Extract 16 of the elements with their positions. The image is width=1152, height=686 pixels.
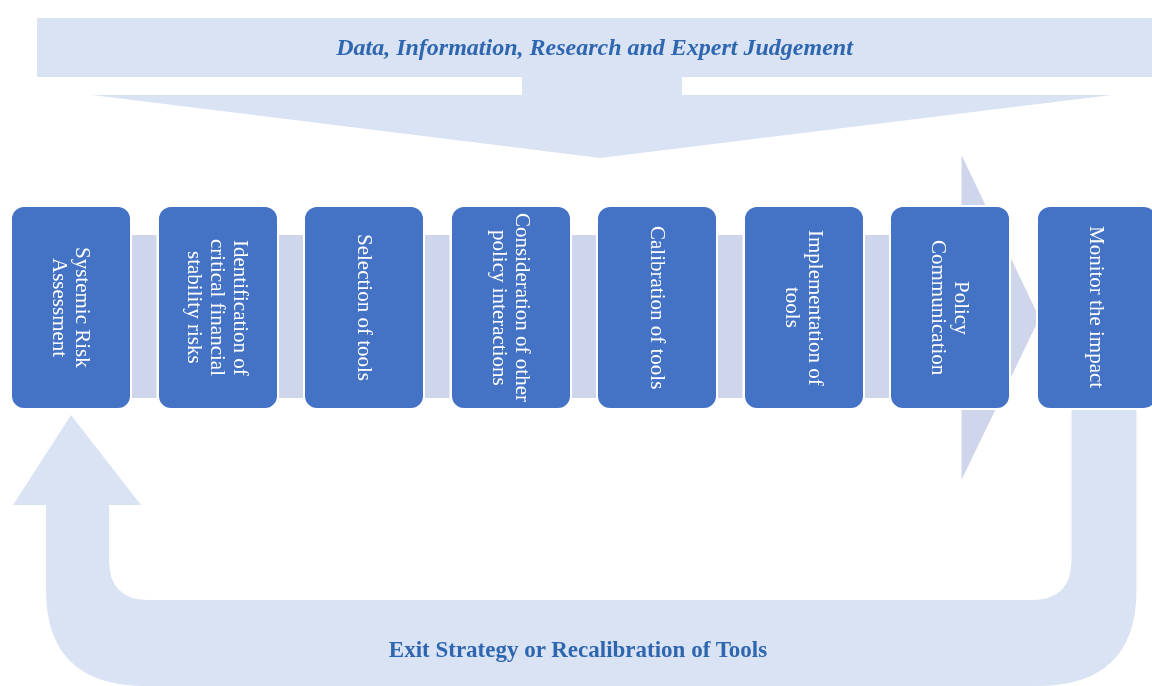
input-banner: Data, Information, Research and Expert Judgement [37, 18, 1152, 77]
arrow [278, 235, 303, 398]
process-box: Consideration of other policy interactions [449, 205, 572, 410]
process-box: Implementation of tools [742, 205, 865, 410]
arrow [13, 410, 1137, 686]
process-box: Systemic Risk Assessment [10, 205, 132, 410]
arrow [718, 235, 743, 398]
arrow [132, 235, 157, 398]
process-box: Selection of tools [303, 205, 425, 410]
process-box: Calibration of tools [596, 205, 718, 410]
arrow [425, 235, 450, 398]
process-box: Policy Communication [889, 205, 1011, 410]
process-box: Monitor the impact [1035, 205, 1152, 410]
arrow [864, 235, 889, 398]
process-box: Identification of critical financial stability risks [156, 205, 279, 410]
arrow [571, 235, 596, 398]
